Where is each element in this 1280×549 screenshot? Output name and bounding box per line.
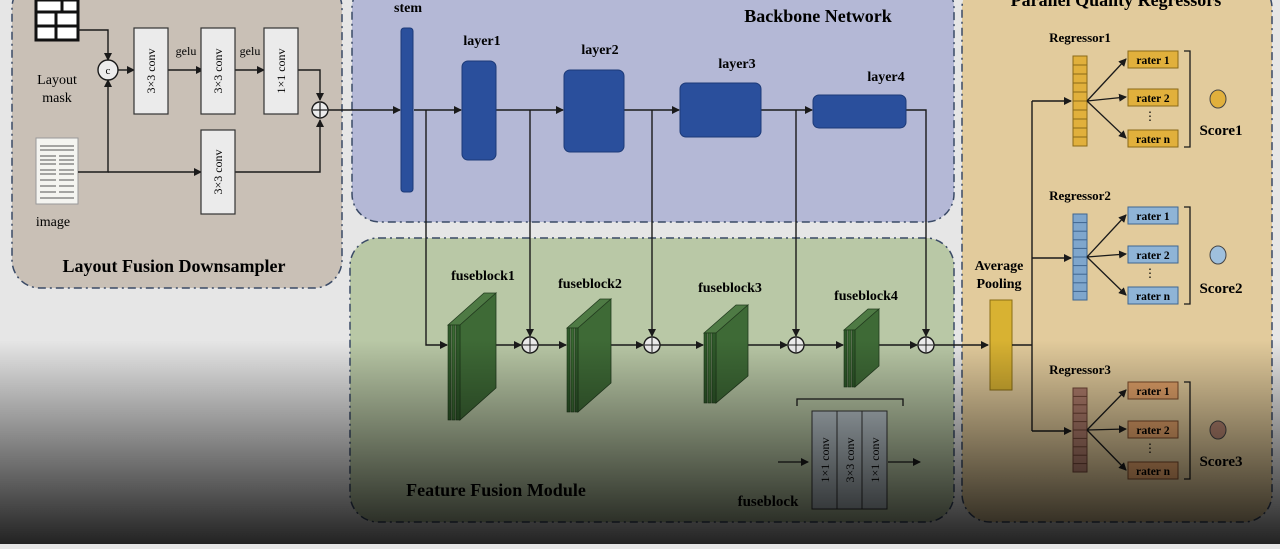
conv2-block — [200, 27, 236, 115]
score-label: Score3 — [1199, 454, 1242, 470]
layout-fusion-title: Layout Fusion Downsampler — [62, 256, 285, 276]
sum-node-2 — [643, 336, 661, 354]
rater-label: rater n — [1136, 134, 1171, 146]
layer4-label: layer4 — [867, 70, 904, 85]
detail-conv3-label: 1×1 conv — [868, 437, 882, 482]
layer3-label: layer3 — [718, 57, 755, 72]
regressor-name: Regressor1 — [1049, 30, 1111, 45]
image-label: image — [36, 215, 70, 230]
regressor-group-2: Regressor2 rater 1 rater 2 rater n ⋮ Score2 — [1049, 188, 1243, 305]
fuseblock3-label: fuseblock3 — [698, 281, 762, 296]
fuseblock2-label: fuseblock2 — [558, 277, 622, 292]
score-dot — [1209, 89, 1227, 109]
conv3-block — [263, 27, 299, 115]
regressors-title: Parallel Quality Regressors — [1011, 0, 1222, 10]
rater-label: rater n — [1136, 291, 1171, 303]
rater-box — [1127, 206, 1179, 225]
concat-symbol: c — [106, 65, 111, 77]
rater-label: rater 1 — [1136, 211, 1170, 223]
conv1-label: 3×3 conv — [144, 48, 158, 93]
sum-node-4 — [917, 336, 935, 354]
layer4-block — [812, 94, 907, 129]
rater-bracket — [1184, 206, 1191, 305]
detail-conv1-label: 1×1 conv — [818, 437, 832, 482]
rater-label: rater 2 — [1136, 93, 1170, 105]
sum-node-1 — [521, 336, 539, 354]
fusion-detail-label: fuseblock — [738, 494, 800, 510]
layer1-block — [461, 60, 497, 161]
rater-ellipsis: ⋮ — [1144, 441, 1156, 455]
backbone-title: Backbone Network — [744, 6, 892, 26]
layer1-label: layer1 — [463, 34, 500, 49]
mask-label-line2: mask — [42, 91, 72, 106]
rater-label: rater 1 — [1136, 55, 1170, 67]
sum-node-downsampler — [311, 101, 329, 119]
concat-node — [97, 59, 119, 81]
rater-label: rater 2 — [1136, 425, 1170, 437]
conv3-label: 1×1 conv — [274, 48, 288, 93]
score-label: Score2 — [1199, 281, 1242, 297]
detail-conv2-label: 3×3 conv — [843, 437, 857, 482]
conv-bottom-label: 3×3 conv — [211, 149, 225, 194]
stem-label: stem — [394, 1, 422, 16]
rater-label: rater n — [1136, 466, 1171, 478]
rater-label: rater 1 — [1136, 386, 1170, 398]
pooling-label-line1: Average — [975, 259, 1024, 274]
layout-mask-icon — [34, 0, 80, 42]
act2-label: gelu — [240, 44, 261, 58]
pooling-label-line2: Pooling — [976, 277, 1021, 292]
rater-box — [1127, 129, 1179, 148]
average-pooling-block — [989, 299, 1013, 391]
conv1-block — [133, 27, 169, 115]
backbone-panel — [351, 0, 955, 223]
rater-ellipsis: ⋮ — [1144, 109, 1156, 123]
conv-bottom-block — [200, 129, 236, 215]
rater-box — [1127, 245, 1179, 264]
regressor-group-1: Regressor1 rater 1 rater 2 rater n ⋮ Score1 — [1049, 30, 1243, 148]
act1-label: gelu — [176, 44, 197, 58]
rater-box — [1127, 50, 1179, 69]
layer2-label: layer2 — [581, 43, 618, 58]
rater-label: rater 2 — [1136, 250, 1170, 262]
regressor-name: Regressor3 — [1049, 362, 1111, 377]
rater-bracket — [1184, 50, 1191, 148]
document-image-icon — [35, 137, 79, 205]
rater-box — [1127, 286, 1179, 305]
sum-node-3 — [787, 336, 805, 354]
fusion-title: Feature Fusion Module — [406, 480, 586, 500]
mask-label-line1: Layout — [37, 73, 77, 88]
conv2-label: 3×3 conv — [211, 48, 225, 93]
score-dot — [1209, 420, 1227, 440]
stem-block — [400, 27, 414, 193]
layer2-block — [563, 69, 625, 153]
fuseblock1-label: fuseblock1 — [451, 269, 515, 284]
layer3-block — [679, 82, 762, 138]
fuseblock4-label: fuseblock4 — [834, 289, 898, 304]
regressor-name: Regressor2 — [1049, 188, 1111, 203]
rater-ellipsis: ⋮ — [1144, 266, 1156, 280]
score-label: Score1 — [1199, 123, 1242, 139]
rater-box — [1127, 88, 1179, 107]
score-dot — [1209, 245, 1227, 265]
